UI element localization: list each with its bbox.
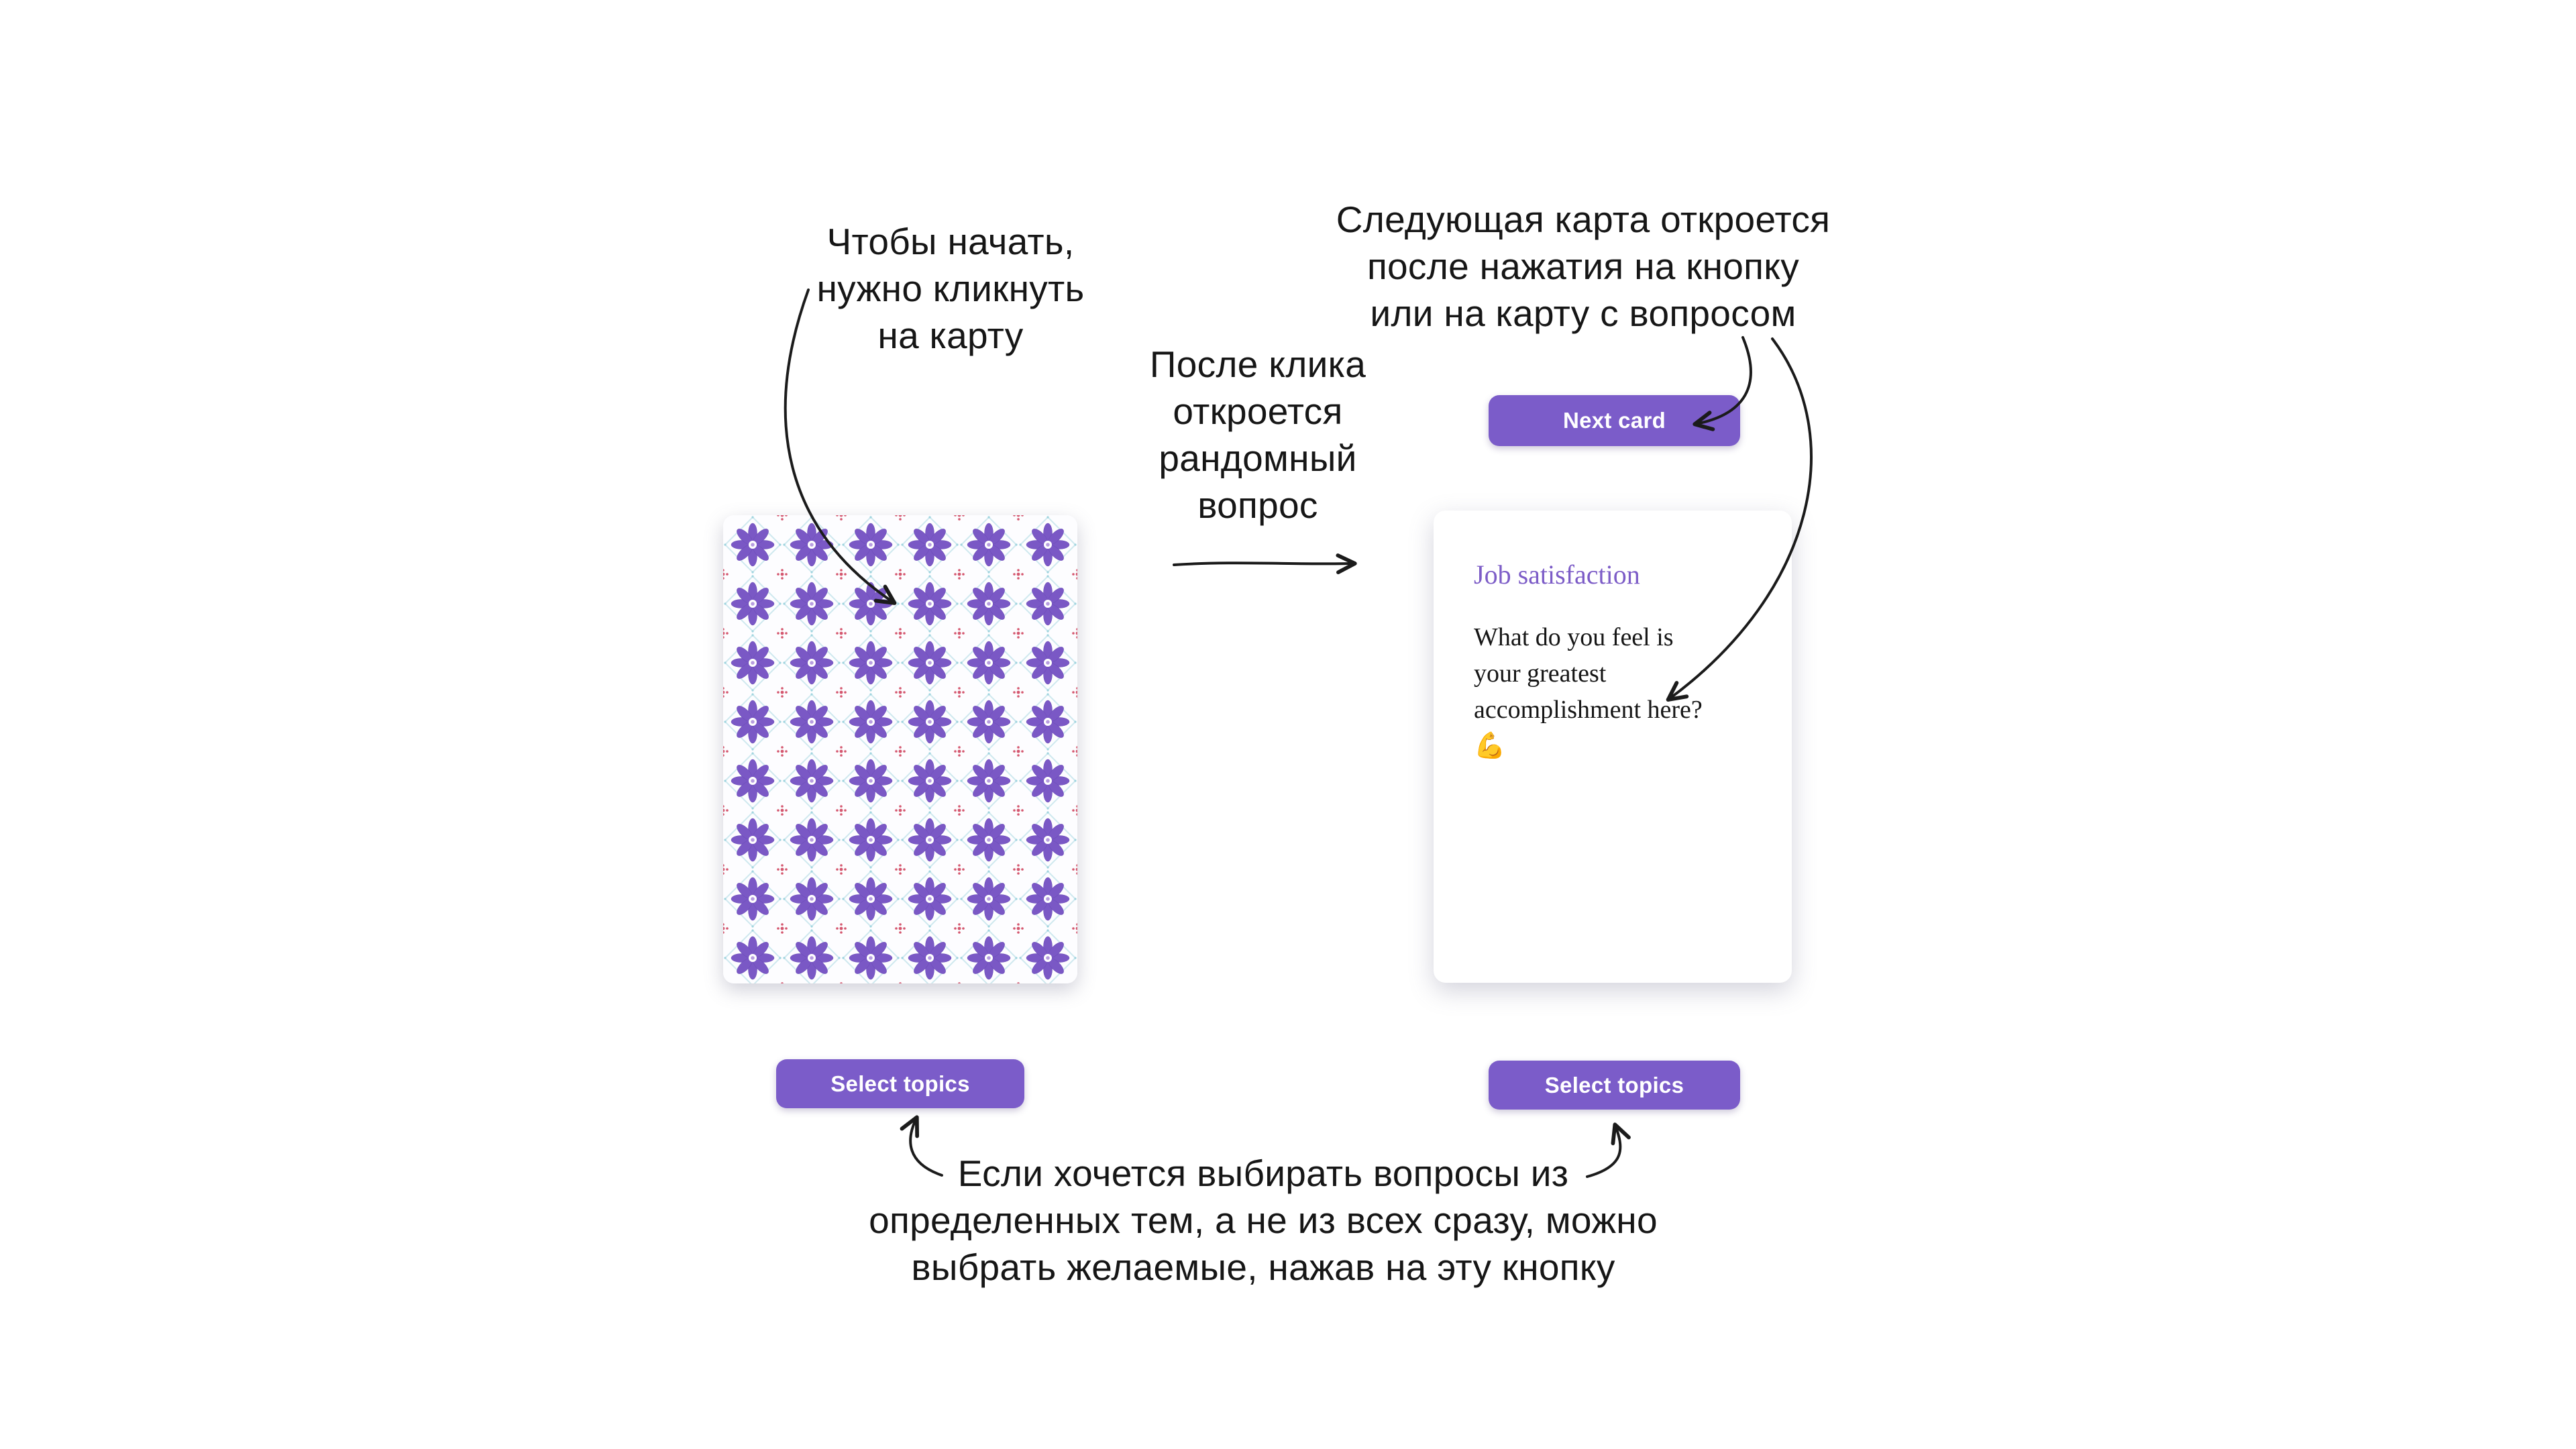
card-back-pattern-icon	[723, 515, 1077, 983]
annotation-click-card: Чтобы начать, нужно кликнуть на карту	[816, 221, 1085, 356]
question-card-topic: Job satisfaction	[1474, 559, 1640, 590]
question-card-text: What do you feel is your greatest accomp…	[1474, 623, 1703, 760]
select-topics-button-left[interactable]: Select topics	[776, 1059, 1024, 1108]
select-topics-button-right[interactable]: Select topics	[1489, 1061, 1740, 1110]
question-card[interactable]: Job satisfaction What do you feel is you…	[1434, 511, 1792, 983]
arrow-random-question-icon	[1173, 553, 1357, 575]
annotation-next-card: Следующая карта откроется после нажатия …	[1336, 199, 1831, 334]
annotation-random-question: После клика откроется рандомный вопрос	[1149, 343, 1366, 526]
annotation-select-topics: Если хочется выбирать вопросы из определ…	[869, 1152, 1658, 1288]
card-back-deck[interactable]	[723, 515, 1077, 983]
next-card-button[interactable]: Next card	[1489, 395, 1740, 446]
